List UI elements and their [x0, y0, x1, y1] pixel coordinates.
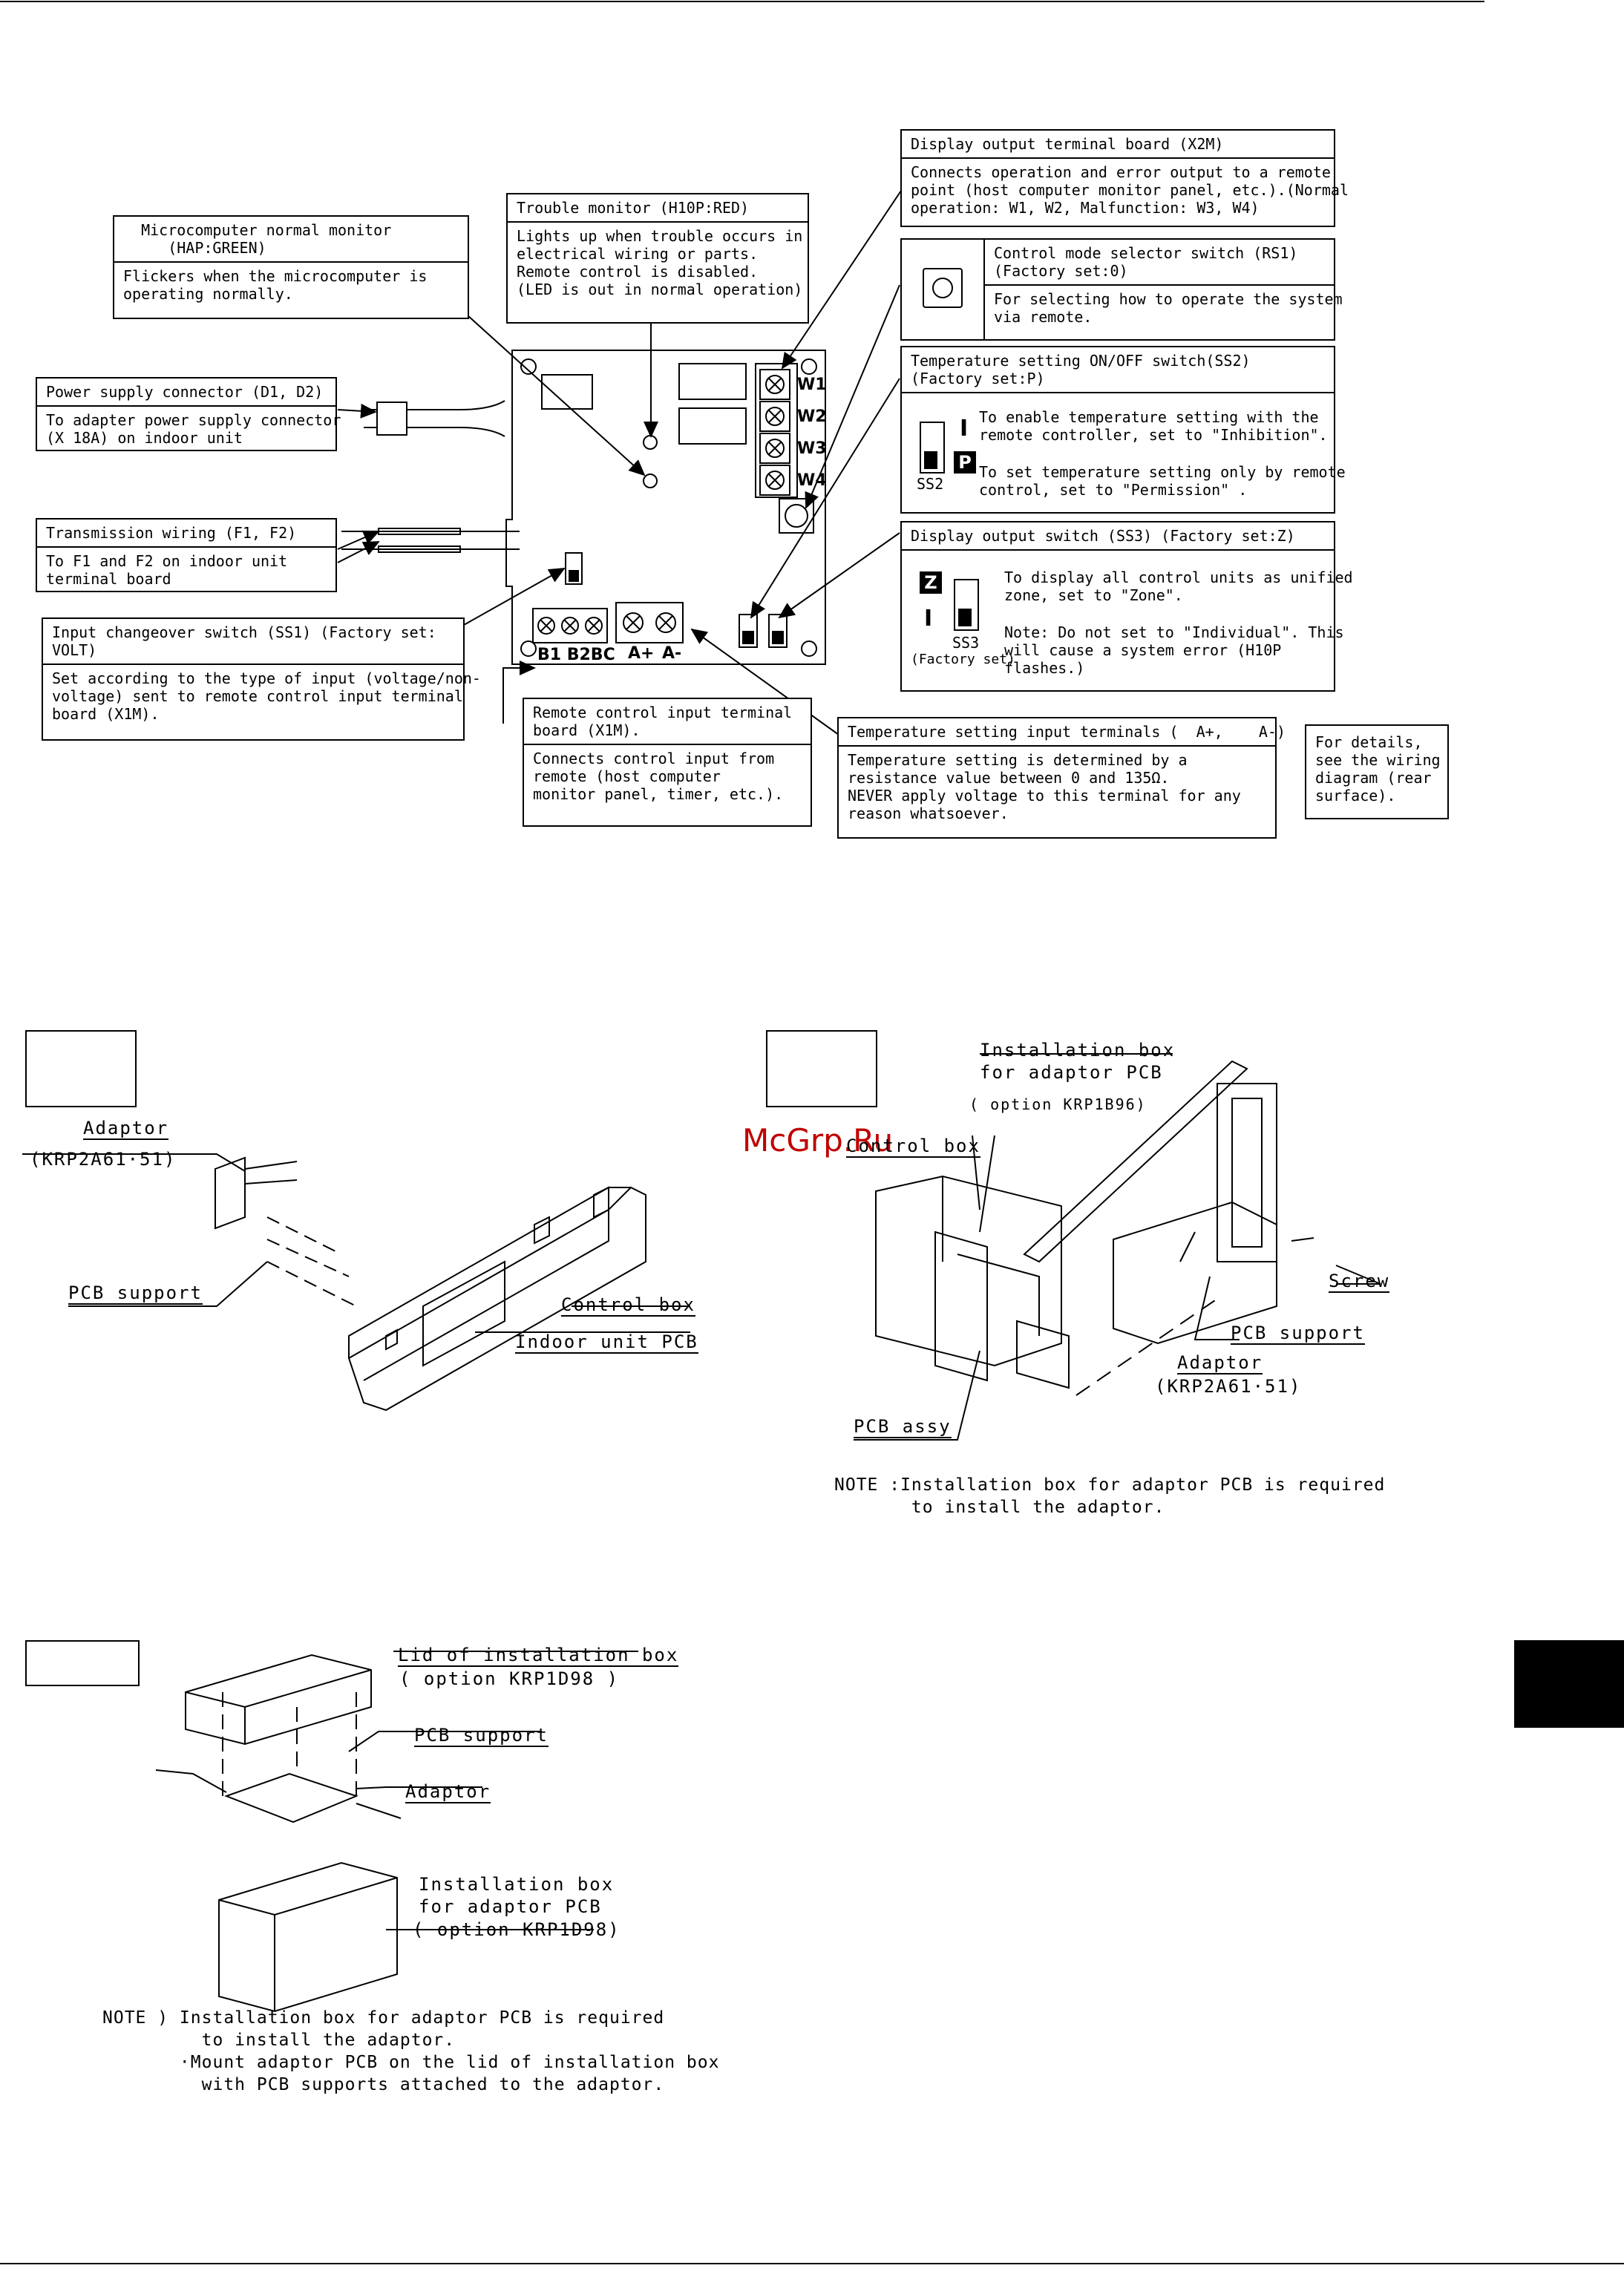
section-tab [1514, 1640, 1624, 1728]
figure-bottom-drawing [155, 1651, 638, 2013]
callout-title: Trouble monitor (H10P:RED) [508, 194, 808, 223]
callout-body: Set according to the type of input (volt… [52, 669, 481, 723]
terminal-w3-label: W3 [797, 439, 827, 458]
figure-tag-bottom [25, 1640, 140, 1686]
fig-right-note: NOTE :Installation box for adaptor PCB i… [834, 1475, 1386, 1517]
ss3-factory-label: (Factory set) [911, 652, 1015, 667]
ss3-mark-i: I [924, 606, 933, 632]
ss2-mark-p: P [954, 451, 976, 474]
callout-body: Temperature setting is determined by a r… [848, 751, 1241, 822]
terminal-aminus-label: A- [662, 644, 682, 663]
callout-temp-input: Temperature setting input terminals ( A+… [837, 717, 1286, 839]
ss3-label: SS3 [952, 634, 980, 652]
callout-ss2: Temperature setting ON/OFF switch(SS2) (… [900, 346, 1346, 514]
ss3-body-zone: To display all control units as unified … [1004, 568, 1353, 604]
fig-left-control-box: Control box [561, 1294, 695, 1317]
callout-h10p: Trouble monitor (H10P:RED) Lights up whe… [506, 193, 809, 324]
callout-details: For details, see the wiring diagram (rea… [1305, 724, 1449, 819]
callout-transmission: Transmission wiring (F1, F2) To F1 and F… [36, 518, 337, 592]
callout-rs1: Control mode selector switch (RS1) (Fact… [900, 238, 1343, 341]
fig-left-adaptor: Adaptor [83, 1118, 169, 1140]
watermark: McGrp.Ru [742, 1122, 894, 1159]
figure-right-drawing [854, 1053, 1381, 1441]
ss2-body-permission: To set temperature setting only by remot… [979, 463, 1346, 499]
callout-title: Input changeover switch (SS1) (Factory s… [43, 619, 463, 665]
callout-x2m: Display output terminal board (X2M) Conn… [900, 129, 1349, 227]
ss3-body-note: Note: Do not set to "Individual". This w… [1004, 623, 1344, 677]
fig-right-control-box: Control box [846, 1136, 980, 1158]
terminal-w1-label: W1 [797, 376, 827, 394]
callout-hap: Microcomputer normal monitor (HAP:GREEN)… [113, 215, 469, 319]
callout-body: Connects operation and error output to a… [911, 163, 1349, 217]
ss2-body-inhibition: To enable temperature setting with the r… [979, 408, 1328, 444]
dip-switch-ss2-icon [920, 422, 945, 474]
callout-title: Display output terminal board (X2M) [902, 131, 1334, 159]
fig-right-adaptor-model: (KRP2A61·51) [1155, 1376, 1302, 1397]
callout-body: Flickers when the microcomputer is opera… [123, 267, 428, 303]
callout-x1m: Remote control input terminal board (X1M… [523, 698, 812, 827]
terminal-w2-label: W2 [797, 407, 827, 426]
callout-title: Remote control input terminal board (X1M… [524, 699, 811, 745]
fig-bottom-pcb-support: PCB support [414, 1725, 549, 1747]
fig-left-adaptor-model: (KRP2A61·51) [30, 1149, 177, 1170]
terminal-w4-label: W4 [797, 471, 827, 490]
ss3-mark-z: Z [920, 571, 942, 594]
figure-tag-left [25, 1030, 137, 1107]
figure-left-drawing [22, 1153, 690, 1412]
ss2-mark-i: I [960, 416, 969, 442]
fig-right-install-option: ( option KRP1B96) [969, 1095, 1147, 1113]
callout-title: Control mode selector switch (RS1) (Fact… [985, 240, 1334, 286]
callout-body: To F1 and F2 on indoor unit terminal boa… [46, 552, 288, 588]
fig-right-screw: Screw [1329, 1271, 1390, 1293]
fig-right-pcb-assy: PCB assy [854, 1416, 952, 1438]
terminal-aplus-label: A+ [628, 644, 655, 663]
callout-body: For selecting how to operate the system … [994, 290, 1343, 326]
callout-ss1: Input changeover switch (SS1) (Factory s… [42, 617, 481, 741]
callout-body: To adapter power supply connector (X 18A… [46, 411, 341, 447]
fig-bottom-lid-option: ( option KRP1D98 ) [399, 1668, 620, 1689]
fig-bottom-lid: Lid of installation box [398, 1645, 679, 1667]
ss2-label: SS2 [917, 475, 944, 493]
callout-title: Transmission wiring (F1, F2) [37, 520, 335, 548]
callout-body: For details, see the wiring diagram (rea… [1315, 733, 1441, 805]
callout-ss3: Display output switch (SS3) (Factory set… [900, 521, 1353, 692]
callout-title: Display output switch (SS3) (Factory set… [902, 522, 1334, 551]
terminal-b1b2c-label: B1 B2BC [537, 646, 615, 664]
figure-tag-right [766, 1030, 877, 1107]
callout-body: Lights up when trouble occurs in electri… [517, 227, 803, 298]
fig-bottom-install-box: Installation box for adaptor PCB [419, 1874, 615, 1917]
fig-bottom-install-option: ( option KRP1D98) [413, 1919, 621, 1940]
callout-title: Temperature setting input terminals ( A+… [839, 718, 1286, 747]
callout-title: Power supply connector (D1, D2) [37, 379, 335, 407]
fig-right-adaptor: Adaptor [1177, 1352, 1263, 1374]
callout-title: Microcomputer normal monitor (HAP:GREEN) [114, 217, 468, 263]
fig-left-indoor-pcb: Indoor unit PCB [515, 1331, 698, 1354]
adaptor-pcb-board [505, 350, 826, 665]
callout-power: Power supply connector (D1, D2) To adapt… [36, 377, 341, 451]
fig-left-pcb-support: PCB support [68, 1282, 203, 1305]
callout-body: Connects control input from remote (host… [533, 750, 784, 803]
rotary-switch-icon [902, 240, 985, 339]
fig-bottom-adaptor: Adaptor [405, 1781, 491, 1803]
dip-switch-ss3-icon [954, 579, 979, 631]
fig-bottom-note: NOTE ) Installation box for adaptor PCB … [102, 2008, 720, 2094]
fig-right-pcb-support: PCB support [1231, 1323, 1365, 1345]
callout-title: Temperature setting ON/OFF switch(SS2) (… [902, 347, 1334, 393]
fig-right-install-box: Installation box for adaptor PCB [980, 1040, 1176, 1083]
